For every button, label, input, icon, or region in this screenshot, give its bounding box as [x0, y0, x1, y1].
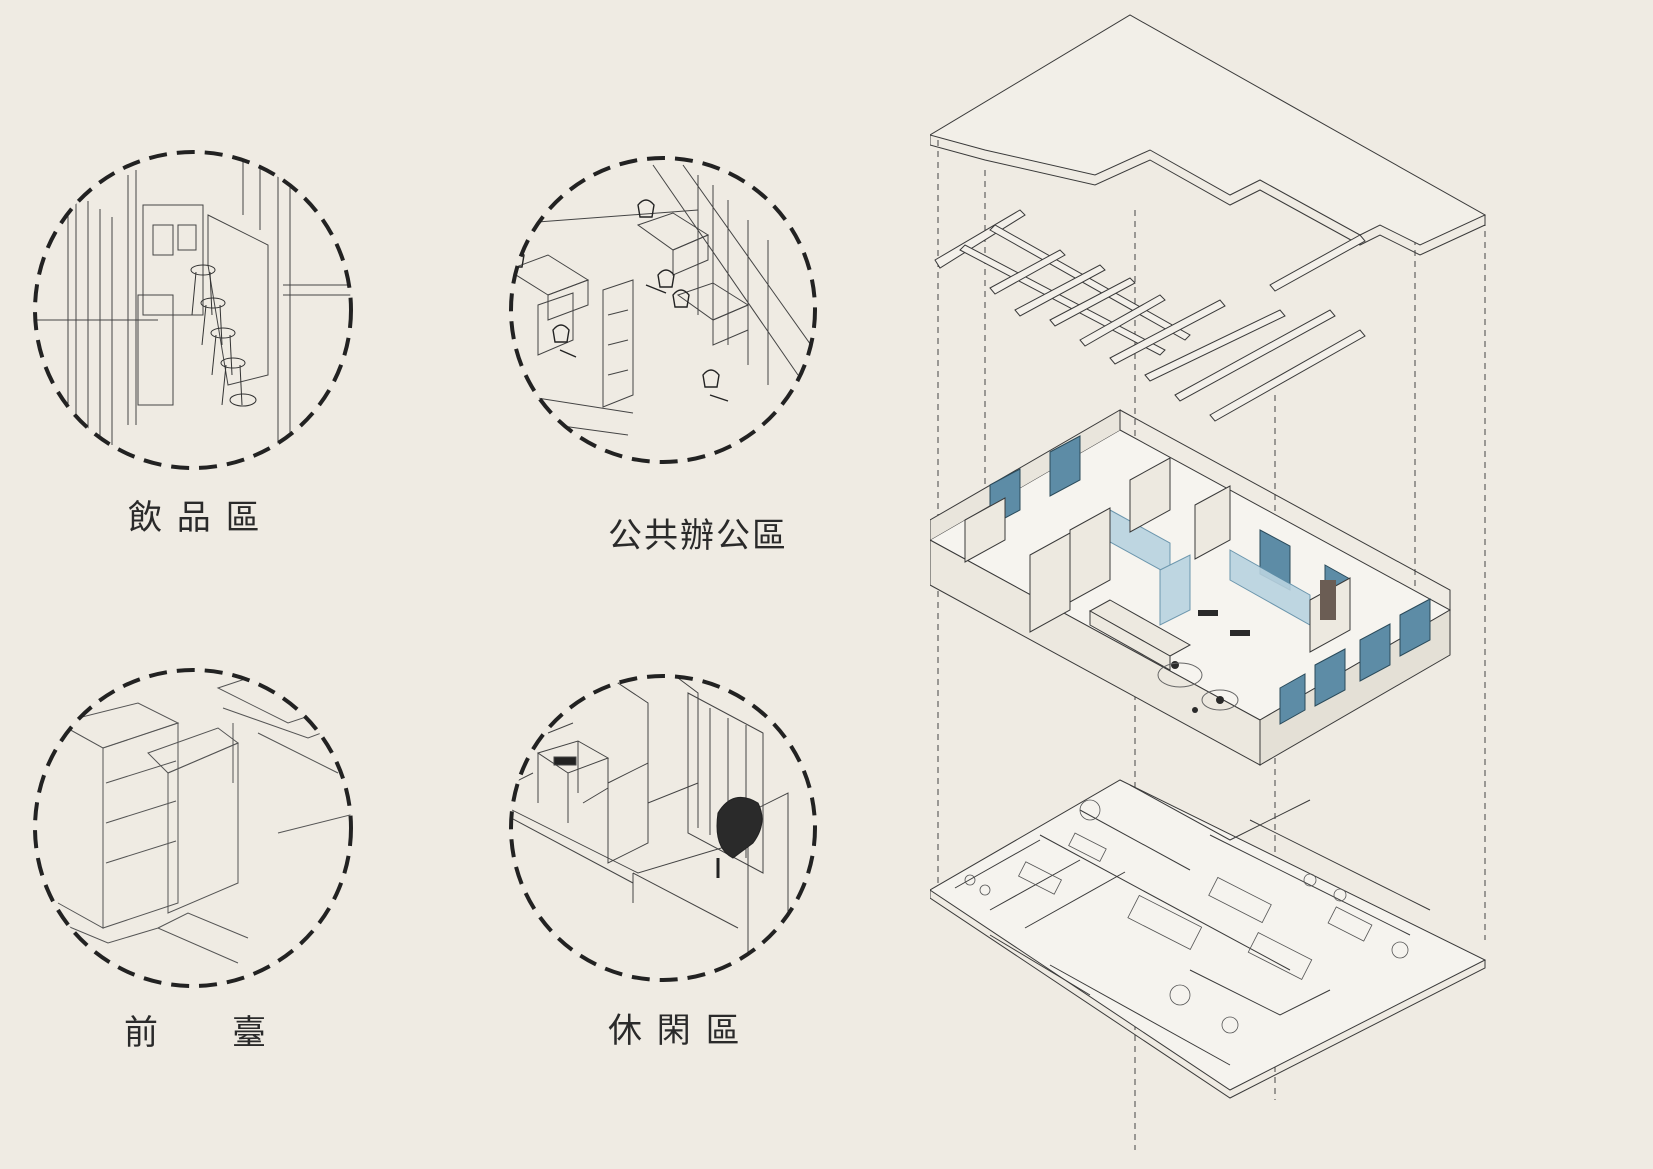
lounge-vignette: [509, 674, 817, 982]
ground-plan: [930, 779, 1487, 1099]
zone-label-drinks: 飲 品 區: [128, 498, 262, 538]
reception-vignette: [33, 668, 353, 988]
zone-label-public-office: 公共辦公區: [608, 516, 788, 556]
exploded-axonometric-drawing: [930, 14, 1487, 1150]
public-office-vignette: [509, 156, 817, 464]
roof-slab: [930, 14, 1487, 256]
zone-label-lounge: 休 閑 區: [608, 1011, 742, 1051]
floor-model: [930, 409, 1452, 766]
beam-structure: [934, 209, 1366, 422]
drinks-area-vignette: [33, 150, 353, 470]
zone-label-reception: 前 臺: [124, 1013, 268, 1053]
